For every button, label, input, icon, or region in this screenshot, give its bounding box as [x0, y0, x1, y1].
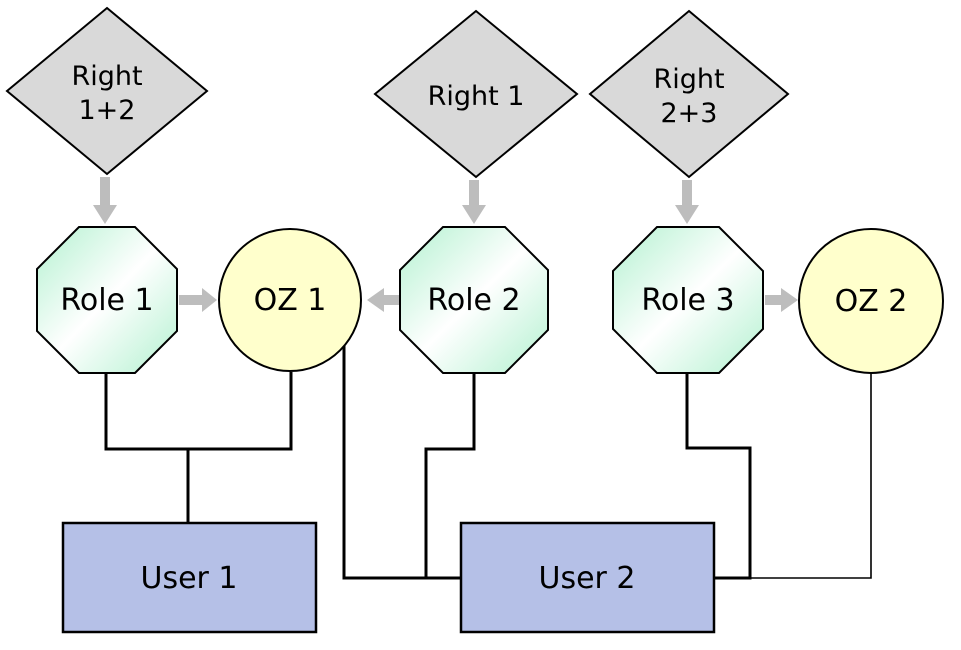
arrow-right12-to-role1-icon — [93, 177, 117, 224]
gray-arrows — [93, 177, 798, 312]
node-oz-2: OZ 2 — [798, 228, 944, 374]
role-2-octagon — [399, 226, 549, 374]
right-1-label: Right 1 — [428, 81, 525, 112]
right-2-3-label-line1: Right — [653, 64, 724, 95]
connector-oz2-user2 — [750, 373, 872, 579]
role-3-label: Role 3 — [641, 283, 734, 318]
node-role-1: Role 1 — [36, 226, 178, 374]
right-1-2-label-line1: Right — [71, 61, 142, 92]
right-1-diamond — [373, 9, 579, 179]
right-1-2-diamond — [5, 6, 209, 176]
connector-role1-oz1-bus — [104, 372, 293, 451]
oz-1-circle — [218, 228, 362, 372]
user-2-box — [459, 521, 716, 634]
user-2-label: User 2 — [538, 561, 635, 596]
node-right-1: Right 1 — [373, 9, 579, 179]
connector-role2-user2 — [424, 373, 476, 578]
role-3-octagon — [612, 226, 764, 374]
arrow-role2-to-oz1-icon — [367, 288, 402, 312]
node-role-3: Role 3 — [612, 226, 764, 374]
oz-1-label: OZ 1 — [254, 283, 327, 318]
node-oz-1: OZ 1 — [218, 228, 362, 372]
role-2-label: Role 2 — [427, 283, 520, 318]
connector-oz1-user2 — [342, 346, 461, 580]
oz-2-label: OZ 2 — [835, 284, 908, 319]
node-user-2: User 2 — [459, 521, 716, 634]
arrow-role1-to-oz1-icon — [179, 288, 217, 312]
role-1-label: Role 1 — [60, 283, 153, 318]
oz-2-circle — [798, 228, 944, 374]
user-1-label: User 1 — [140, 561, 237, 596]
connector-lines — [104, 346, 872, 580]
node-user-1: User 1 — [61, 521, 318, 634]
node-right-2-3: Right 2+3 — [588, 9, 790, 179]
arrow-right23-to-role3-icon — [675, 180, 699, 224]
right-2-3-diamond — [588, 9, 790, 179]
arrow-role3-to-oz2-icon — [765, 288, 798, 312]
right-1-2-label-line2: 1+2 — [79, 95, 136, 126]
node-right-1-2: Right 1+2 — [5, 6, 209, 176]
node-role-2: Role 2 — [399, 226, 549, 374]
user-1-box — [61, 521, 318, 634]
arrow-right1-to-role2-icon — [462, 180, 486, 224]
role-1-octagon — [36, 226, 178, 374]
right-2-3-label-line2: 2+3 — [661, 98, 718, 129]
connector-role3-user2 — [685, 373, 752, 580]
